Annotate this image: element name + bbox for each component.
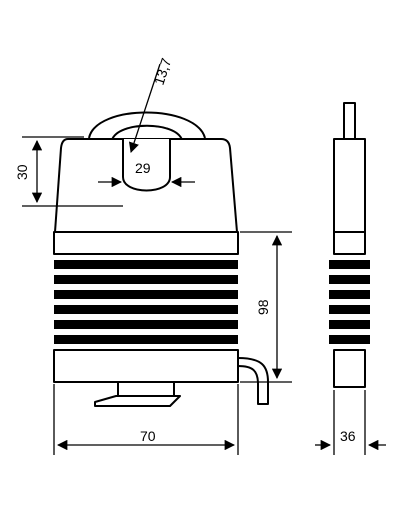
padlock-side-view: [329, 102, 370, 388]
dimension-label-body-height: 98: [255, 299, 271, 315]
side-upper-body: [333, 138, 366, 233]
rib: [54, 305, 238, 314]
padlock-front-view: [53, 111, 269, 407]
shackle-arc-inner: [111, 124, 183, 141]
dimension-label-shackle-diameter: 13,7: [151, 56, 175, 87]
shackle-arc: [88, 111, 206, 139]
rib: [54, 320, 238, 329]
dimension-body-thickness: 36: [315, 390, 386, 455]
side-rib: [329, 275, 370, 284]
side-rib: [329, 305, 370, 314]
key-tongue: [94, 395, 181, 407]
dimension-label-body-width: 70: [140, 428, 156, 444]
dimension-label-body-thickness: 36: [340, 428, 356, 444]
dimension-body-width: 70: [53, 384, 239, 455]
ribbed-section: [54, 260, 238, 344]
body-band-top: [53, 231, 239, 255]
side-rib: [329, 290, 370, 299]
shackle-hook: [237, 357, 269, 405]
rib: [54, 335, 238, 344]
base-block: [117, 381, 175, 397]
body-band-bottom: [53, 349, 239, 383]
side-rib: [329, 335, 370, 344]
rib: [54, 290, 238, 299]
dimension-label-clearance-height: 30: [14, 164, 30, 180]
dimension-label-inner-width: 29: [135, 160, 151, 176]
side-shackle: [343, 102, 356, 140]
side-rib: [329, 320, 370, 329]
dimension-shackle-diameter: 13,7: [128, 56, 175, 153]
side-rib: [329, 260, 370, 269]
dimension-clearance-height: 30: [14, 136, 123, 207]
rib: [54, 275, 238, 284]
side-band-bottom: [333, 349, 366, 388]
dimension-inner-width: 29: [98, 160, 195, 188]
side-band-top: [333, 231, 366, 255]
dimension-body-height: 98: [240, 231, 292, 383]
rib: [54, 260, 238, 269]
